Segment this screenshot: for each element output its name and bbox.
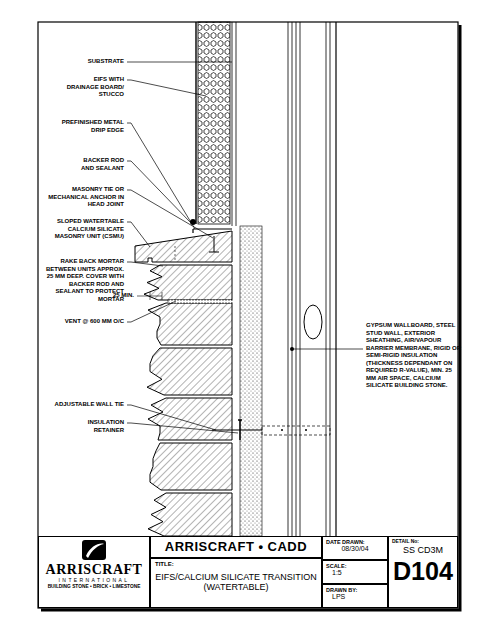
callout-label: MASONRY TIE OR MECHANICAL ANCHOR IN HEAD…: [48, 186, 124, 209]
leader-line: [127, 423, 238, 433]
stone-course: [144, 265, 232, 300]
stone-course: [150, 443, 232, 490]
callout-label: EIFS WITH DRAINAGE BOARD/ STUCCO: [64, 76, 124, 99]
callout-label: 25 MIN.: [100, 292, 134, 300]
title-block-text: ARRISCRAFT: [41, 562, 147, 578]
rigid-insulation: [240, 226, 262, 536]
leader-line: [127, 123, 195, 229]
callout-label: RAKE BACK MORTAR BETWEEN UNITS APPROX. 2…: [40, 258, 124, 303]
eifs-finish: [195, 22, 196, 224]
wall-tie: [212, 420, 330, 440]
title-block-text: 1:5: [332, 569, 384, 577]
head-joint: [175, 246, 176, 262]
title-block-text: D104: [392, 557, 454, 585]
title-block-text: INTERNATIONAL: [41, 578, 147, 584]
callout-label: VENT @ 600 MM O/C: [40, 318, 124, 326]
eifs-insulation: [198, 22, 230, 224]
leader-line: [127, 80, 206, 96]
dimension-line: [137, 292, 162, 300]
detail-cell: DETAIL No:SS CD3M D104: [388, 536, 458, 608]
leader-line: [127, 161, 190, 222]
title-block-text: DATE DRAWN:: [326, 539, 384, 545]
title-block-text: 08/30/04: [326, 545, 384, 553]
stone-course: [147, 348, 232, 395]
logo-cell: ARRISCRAFTINTERNATIONALBUILDING STONE • …: [38, 536, 150, 608]
drawn-by-cell: DRAWN BY:LPS: [322, 584, 388, 608]
title-block-text: SCALE:: [326, 563, 384, 569]
stone-course: [148, 398, 232, 440]
company-cell: ARRISCRAFT • CADD: [150, 536, 322, 558]
title-block-text: BUILDING STONE • BRICK • LIMESTONE: [41, 584, 147, 590]
leader-line: [127, 190, 213, 238]
title-block-text: TITLE:: [155, 561, 317, 568]
stone-courses: [144, 265, 232, 536]
stone-course: [148, 303, 232, 345]
title-block-text: SS CD3M: [392, 545, 454, 555]
sheet-frame: [38, 22, 458, 608]
callout-label: ADJUSTABLE WALL TIE: [40, 401, 124, 409]
leader-line: [127, 222, 150, 247]
material-note: GYPSUM WALLBOARD, STEEL STUD WALL, EXTER…: [366, 322, 462, 390]
stone-course: [148, 493, 232, 536]
title-block-text: ARRISCRAFT • CADD: [155, 540, 317, 555]
callout-label: INSULATION RETAINER: [74, 419, 124, 434]
callout-label: SLOPED WATERTABLE CALCIUM SILICATE MASON…: [48, 218, 124, 241]
vent: [168, 300, 232, 303]
date-cell: DATE DRAWN:08/30/04: [322, 536, 388, 560]
callout-label: SUBSTRATE: [40, 58, 124, 66]
substrate: [232, 22, 236, 226]
title-cell: TITLE: EIFS/CALCIUM SILICATE TRANSITION (…: [150, 558, 322, 608]
callout-label: PREFINISHED METAL DRIP EDGE: [54, 119, 124, 134]
leader-line: [127, 62, 232, 63]
stud-knockout: [304, 305, 322, 339]
leader-line: [127, 262, 163, 266]
stud-wall: [288, 22, 336, 536]
leader-line: [127, 301, 176, 322]
callout-label: BACKER ROD AND SEALANT: [74, 157, 124, 172]
logo-mark: [82, 540, 106, 560]
title-block-text: DRAWN BY:: [326, 587, 384, 593]
leader-line: [292, 349, 363, 350]
title-block-text: EIFS/CALCIUM SILICATE TRANSITION (WATERT…: [155, 572, 317, 593]
masonry-anchor: [209, 236, 219, 252]
title-block-text: LPS: [332, 593, 384, 601]
scale-cell: SCALE:1:5: [322, 560, 388, 584]
title-block-text: DETAIL No:: [392, 539, 454, 545]
leader-line: [127, 405, 216, 430]
frame-shadow: [41, 25, 460, 610]
